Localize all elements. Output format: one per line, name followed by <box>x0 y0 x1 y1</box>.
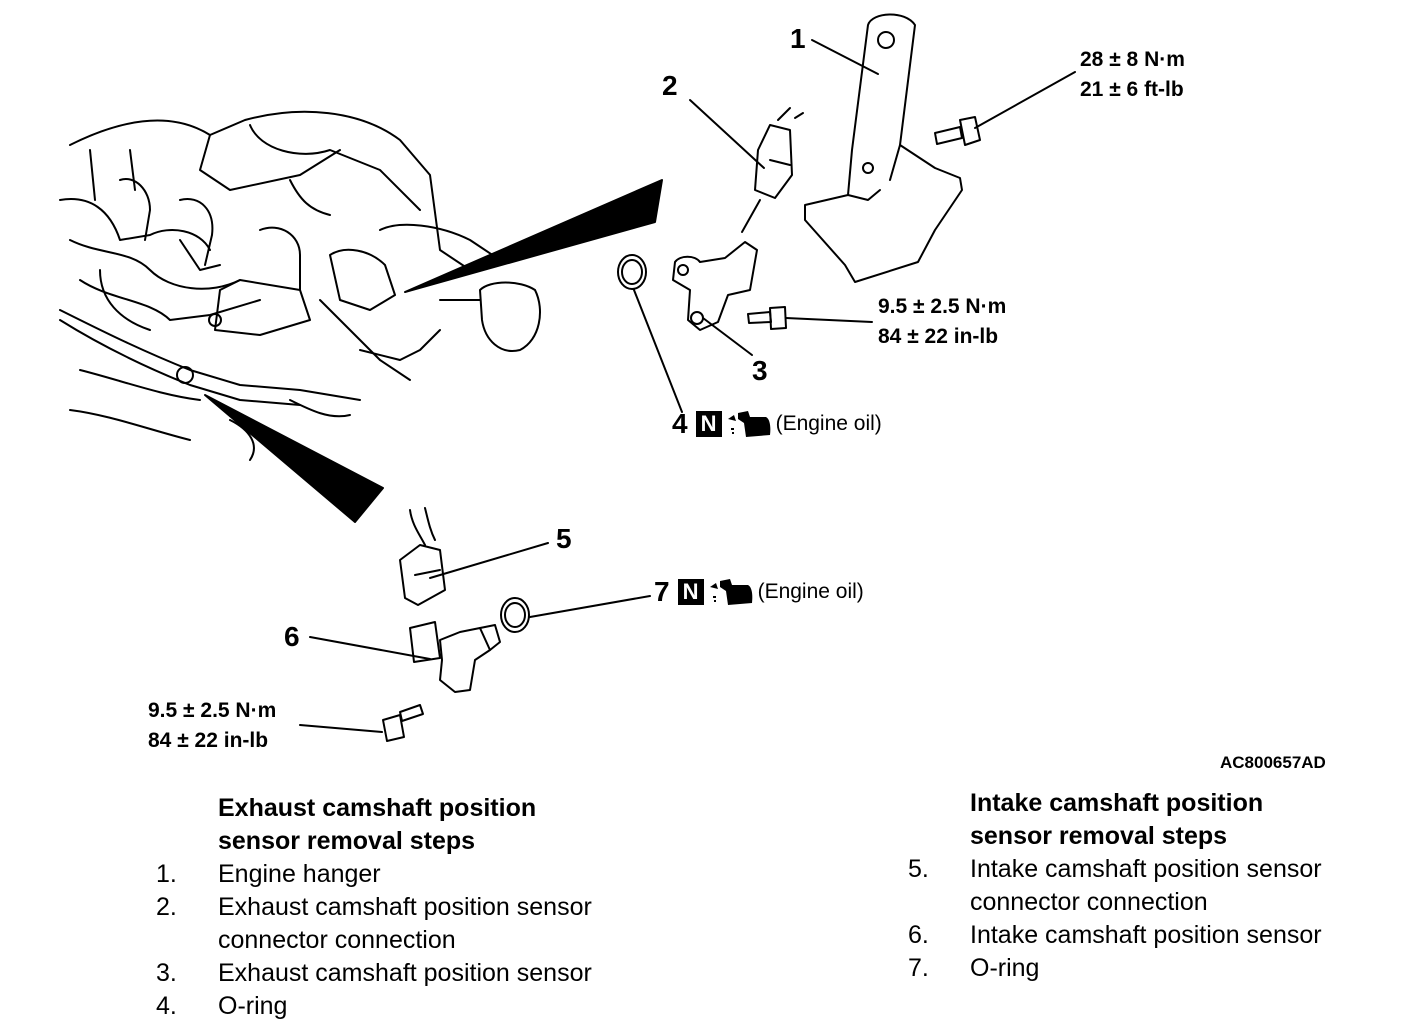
torque-metric: 9.5 ± 2.5 N·m <box>148 699 277 722</box>
leader-line-7 <box>529 595 651 618</box>
lubricant-label: (Engine oil) <box>775 412 882 435</box>
torque-metric: 9.5 ± 2.5 N·m <box>878 295 1007 318</box>
intake-sensor-connector-illustration <box>399 507 446 606</box>
o-ring-7-illustration <box>500 597 530 633</box>
intake-steps-title: Intake camshaft position sensor removal … <box>908 787 1390 853</box>
step-number: 5. <box>908 855 929 883</box>
exhaust-removal-steps: Exhaust camshaft position sensor removal… <box>156 792 676 1023</box>
torque-metric: 28 ± 8 N·m <box>1080 48 1185 71</box>
location-arrow-upper <box>404 179 663 293</box>
torque-imperial: 84 ± 22 in-lb <box>878 325 999 348</box>
step-number: 3. <box>156 959 177 987</box>
hanger-bolt-torque: 28 ± 8 N·m 21 ± 6 ft-lb <box>1080 45 1185 105</box>
leader-line-intake-torque <box>299 724 383 733</box>
lubricant-label: (Engine oil) <box>757 580 864 603</box>
step-item: 2. Exhaust camshaft position sensor conne… <box>156 891 676 957</box>
engine-hanger-illustration <box>804 13 963 283</box>
intake-sensor-bolt-illustration <box>382 704 424 742</box>
step-text: Exhaust camshaft position sensor <box>218 959 592 987</box>
step-number: 7. <box>908 954 929 982</box>
exploded-view-diagram <box>59 13 1076 742</box>
engine-overview-illustration <box>59 110 541 461</box>
step-item: 4. O-ring <box>156 990 676 1023</box>
title-line-2: sensor removal steps <box>218 827 476 855</box>
leader-line-4 <box>633 289 683 413</box>
hanger-bolt-illustration <box>934 116 981 146</box>
o-ring-4-illustration <box>617 254 647 290</box>
leader-line-5 <box>429 542 549 579</box>
step-number: 6. <box>908 921 929 949</box>
figure-code: AC800657AD <box>1220 753 1326 772</box>
torque-imperial: 84 ± 22 in-lb <box>148 729 269 752</box>
title-line-1: Exhaust camshaft position <box>218 794 537 822</box>
torque-imperial: 21 ± 6 ft-lb <box>1080 78 1184 101</box>
leader-line-2 <box>689 99 765 169</box>
leader-line-6 <box>309 636 431 660</box>
exhaust-sensor-illustration <box>672 241 758 331</box>
exhaust-sensor-bolt-illustration <box>747 306 787 330</box>
location-arrow-lower <box>204 394 384 523</box>
connector-guide-line-2 <box>741 199 761 233</box>
step-text: Exhaust camshaft position sensor connect… <box>218 893 592 954</box>
callout-4: 4 <box>672 408 688 439</box>
exhaust-steps-title: Exhaust camshaft position sensor removal… <box>156 792 638 858</box>
leader-line-3 <box>702 317 753 356</box>
title-line-2: sensor removal steps <box>970 822 1228 850</box>
oil-can-icon <box>727 411 770 437</box>
oil-can-icon <box>709 579 752 605</box>
step-item: 7. O-ring <box>908 952 1388 985</box>
step-text: Intake camshaft position sensor <box>970 921 1322 949</box>
title-line-1: Intake camshaft position <box>970 789 1264 817</box>
leader-line-exhaust-torque <box>785 317 873 323</box>
new-part-badge: N <box>677 579 704 605</box>
step-number: 1. <box>156 860 177 888</box>
callout-7: 7 <box>654 576 670 607</box>
callout-3: 3 <box>752 355 768 386</box>
callout-5: 5 <box>556 523 572 554</box>
exhaust-sensor-connector-illustration <box>754 107 804 199</box>
intake-sensor-bolt-torque: 9.5 ± 2.5 N·m 84 ± 22 in-lb <box>148 696 276 756</box>
step-item: 3. Exhaust camshaft position sensor <box>156 957 676 990</box>
step-item: 1. Engine hanger <box>156 858 676 891</box>
step-text: Engine hanger <box>218 860 381 888</box>
intake-removal-steps: Intake camshaft position sensor removal … <box>908 787 1388 985</box>
exhaust-sensor-bolt-torque: 9.5 ± 2.5 N·m 84 ± 22 in-lb <box>878 292 1006 352</box>
step-number: 4. <box>156 992 177 1020</box>
new-part-badge: N <box>695 411 722 437</box>
callout-2: 2 <box>662 70 678 101</box>
intake-sensor-illustration <box>409 621 501 693</box>
step-text: O-ring <box>218 992 288 1020</box>
callout-6: 6 <box>284 621 300 652</box>
lube-note-7: 7 N (Engine oil) <box>654 576 864 608</box>
step-text: Intake camshaft position sensor connecto… <box>970 855 1322 916</box>
step-item: 6. Intake camshaft position sensor <box>908 919 1388 952</box>
lube-note-4: 4 N (Engine oil) <box>672 408 882 440</box>
leader-line-1 <box>811 39 879 75</box>
leader-line-hanger-torque <box>974 71 1076 129</box>
step-text: O-ring <box>970 954 1040 982</box>
step-number: 2. <box>156 893 177 921</box>
callout-1: 1 <box>790 23 806 54</box>
step-item: 5. Intake camshaft position sensor connec… <box>908 853 1388 919</box>
